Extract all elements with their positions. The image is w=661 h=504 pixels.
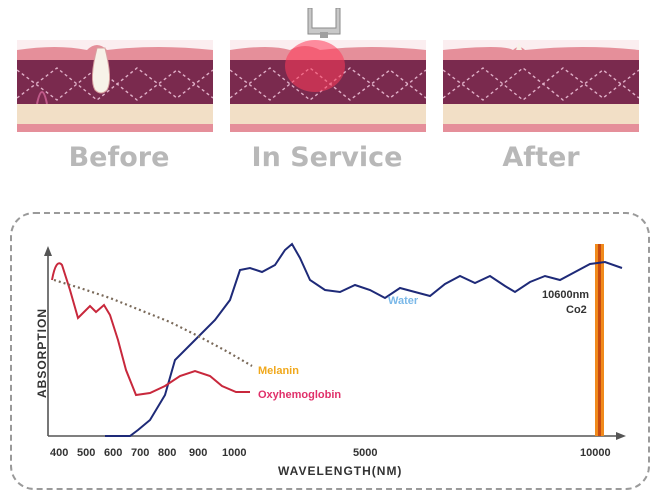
x-tick-label: 1000 [222, 447, 246, 459]
caption-after: After [502, 142, 580, 173]
annotation-wavelength: 10600nm [542, 289, 589, 301]
series-oxyhemoglobin-line [51, 262, 250, 397]
skin-before-illustration [17, 40, 213, 132]
x-axis-label: WAVELENGTH(NM) [278, 464, 402, 478]
x-tick-label: 800 [158, 447, 176, 459]
caption-in-service: In Service [251, 142, 403, 173]
caption-before: Before [68, 142, 170, 173]
x-tick-label: 600 [104, 447, 122, 459]
after-panel [443, 40, 639, 132]
series-oxyhemoglobin-label: Oxyhemoglobin [258, 389, 341, 401]
y-axis-arrow [44, 246, 52, 256]
series-water-line [105, 242, 623, 437]
skin-in-service-illustration [230, 40, 426, 132]
x-axis-arrow [616, 432, 626, 440]
x-tick-label: 5000 [353, 447, 377, 459]
skin-after-illustration [443, 40, 639, 132]
series-melanin-line [53, 278, 253, 367]
laser-handpiece [298, 7, 350, 38]
x-tick-label: 500 [77, 447, 95, 459]
absorption-chart-frame [10, 212, 650, 490]
y-axis-label: ABSORPTION [35, 308, 49, 398]
before-panel [17, 40, 213, 132]
annotation-co2: Co2 [566, 304, 587, 316]
x-tick-label: 400 [50, 447, 68, 459]
series-water-label: Water [388, 295, 419, 307]
x-tick-label: 10000 [580, 447, 611, 459]
x-tick-label: 700 [131, 447, 149, 459]
x-tick-label: 900 [189, 447, 207, 459]
co2-laser-core [598, 244, 601, 436]
in-service-panel [230, 40, 426, 132]
series-melanin-label: Melanin [258, 365, 299, 377]
